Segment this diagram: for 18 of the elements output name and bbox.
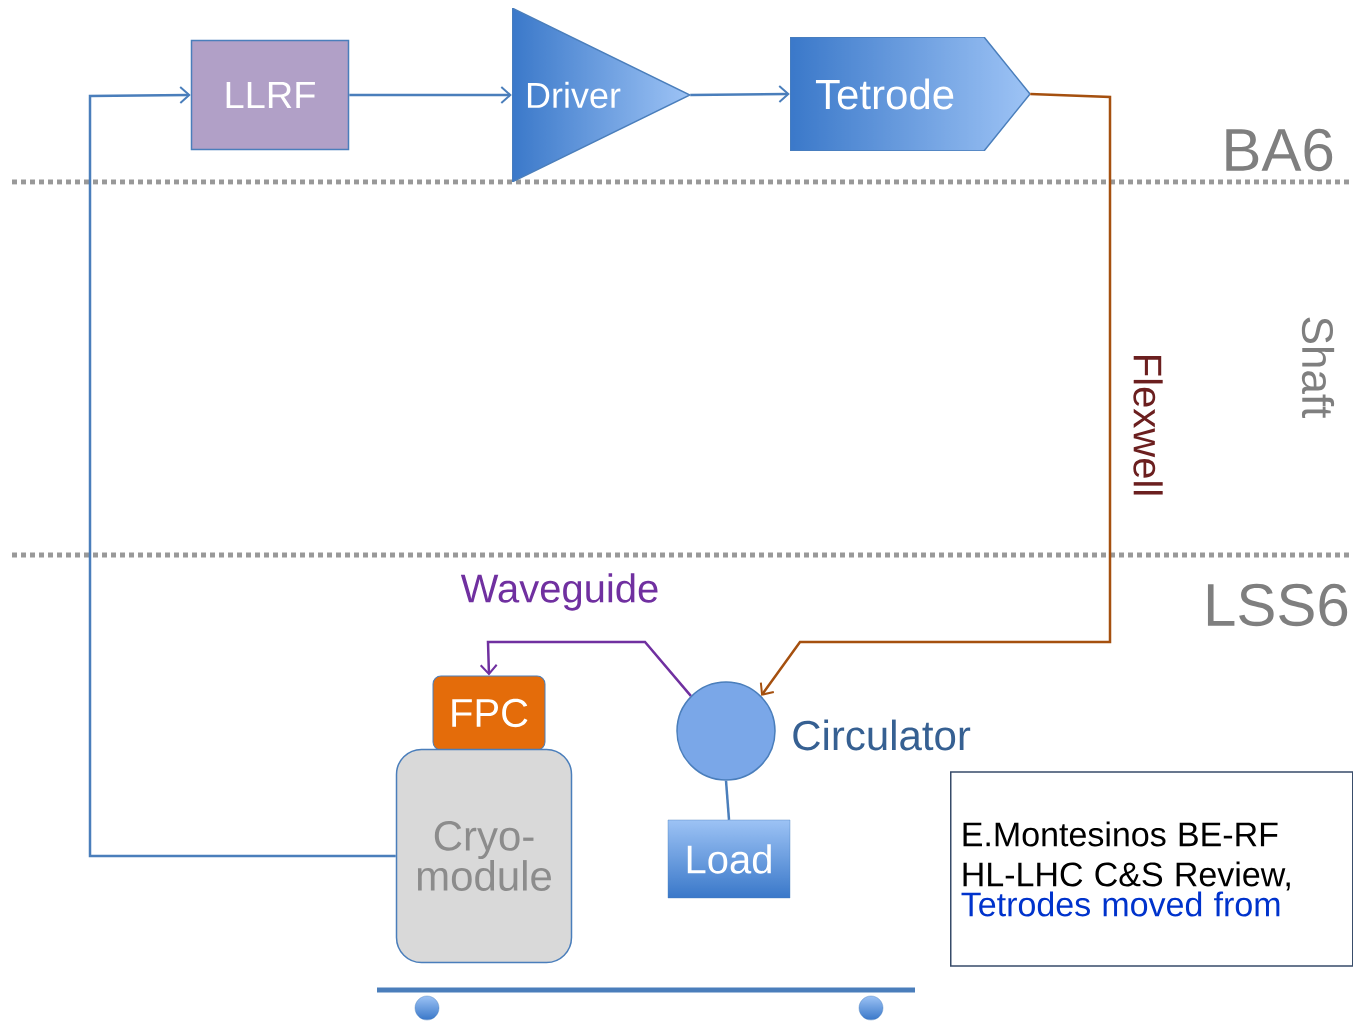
zone-label: LSS6: [1207, 583, 1348, 627]
edge-label: Flexwell: [1131, 350, 1165, 500]
pentagon-arrow-box: Tetrode: [790, 37, 1030, 151]
process-box: FPC: [432, 675, 546, 751]
amplifier-triangle: Driver: [512, 8, 690, 182]
edge-label: Waveguide: [458, 571, 662, 613]
process-box: Load: [667, 819, 791, 899]
connector-arrow: [479, 640, 692, 697]
process-box: LLRF: [190, 39, 350, 151]
connector-arrow: [690, 85, 790, 104]
node-label: Circulator: [793, 719, 971, 751]
connector-arrow: [88, 86, 396, 858]
zone-label: BA6: [1226, 128, 1333, 172]
note-box: E.Montesinos BE-RF HL-LHC C&S Review, Tetrodes moved from: [950, 771, 1353, 967]
zone-label: Shaft: [1301, 317, 1335, 419]
rounded-box: Cryo- module: [395, 748, 573, 964]
connector-arrow: [759, 92, 1112, 696]
connector-arrow: [349, 86, 512, 104]
